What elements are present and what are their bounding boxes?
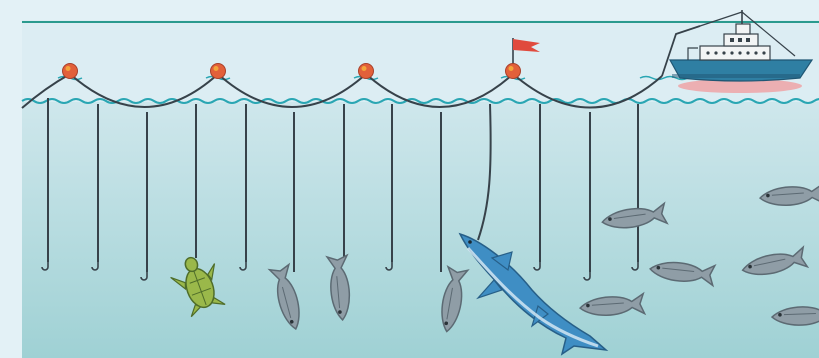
hook-icon: [239, 262, 247, 271]
hook-icon: [41, 262, 49, 271]
fishing-boat-icon: [668, 10, 814, 93]
hook-icon: [91, 262, 99, 271]
hooked-tuna-icon: [268, 263, 307, 333]
buoy-icon: [358, 63, 374, 79]
tuna-icon: [648, 258, 716, 287]
hook-icon: [140, 272, 148, 281]
hook-icon: [583, 272, 591, 281]
tuna-icon: [600, 202, 668, 233]
main-longline: [21, 72, 663, 109]
hooks: [41, 262, 639, 281]
tuna-icon: [739, 246, 809, 281]
hooked-tuna-icon: [436, 266, 469, 335]
tuna-icon: [758, 182, 819, 209]
hook-icon: [631, 262, 639, 271]
sea-water: [22, 100, 819, 358]
branch-line: [477, 103, 492, 241]
buoy-with-flag-icon: [505, 38, 540, 79]
tuna-icon: [770, 304, 819, 328]
buoy-icon: [210, 63, 226, 79]
buoys: [62, 38, 540, 79]
sea-turtle-icon: [170, 256, 226, 318]
hook-icon: [533, 262, 541, 271]
hook-icon: [385, 262, 393, 271]
shark-icon: [458, 232, 609, 356]
boat-reflection: [678, 79, 802, 93]
tuna-icon: [578, 292, 646, 319]
branch-lines: [47, 98, 639, 272]
sea-surface-waves: [21, 98, 819, 104]
buoy-icon: [62, 63, 78, 79]
free-fish-school: [578, 182, 819, 328]
hooked-tuna-icon: [326, 254, 354, 322]
